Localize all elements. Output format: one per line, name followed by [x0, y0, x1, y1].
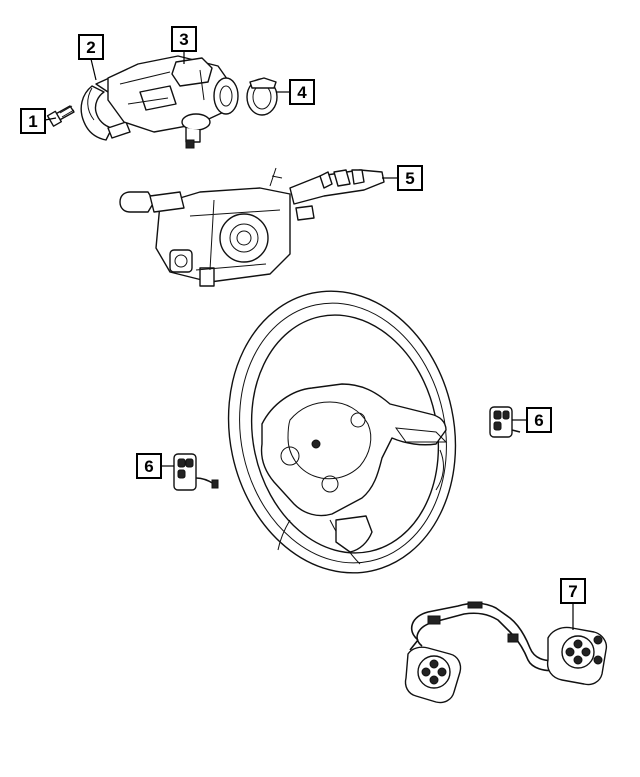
callout-7: 7 [560, 578, 586, 604]
callout-1: 1 [20, 108, 46, 134]
part-4-ring [246, 77, 278, 116]
callout-5-label: 5 [405, 169, 414, 188]
callout-4: 4 [289, 79, 315, 105]
callout-6b-label: 6 [144, 457, 153, 476]
part-5-multifunction-switch [119, 167, 385, 287]
callout-3: 3 [171, 26, 197, 52]
part-6-switch-left [173, 453, 219, 491]
part-6-switch-right [489, 406, 521, 438]
part-7-switch-assembly [404, 601, 608, 704]
callout-6a: 6 [526, 407, 552, 433]
callout-6a-label: 6 [534, 411, 543, 430]
steering-wheel [227, 290, 457, 574]
callout-7-label: 7 [568, 582, 577, 601]
callout-5: 5 [397, 165, 423, 191]
callout-6b: 6 [136, 453, 162, 479]
callout-4-label: 4 [297, 83, 307, 102]
part-1-bolt [46, 105, 75, 127]
part-3-lock-housing [107, 55, 239, 149]
callout-3-label: 3 [179, 30, 188, 49]
callout-2-label: 2 [86, 38, 95, 57]
callout-1-label: 1 [28, 112, 37, 131]
leader-lines [44, 51, 574, 630]
callout-2: 2 [78, 34, 104, 60]
